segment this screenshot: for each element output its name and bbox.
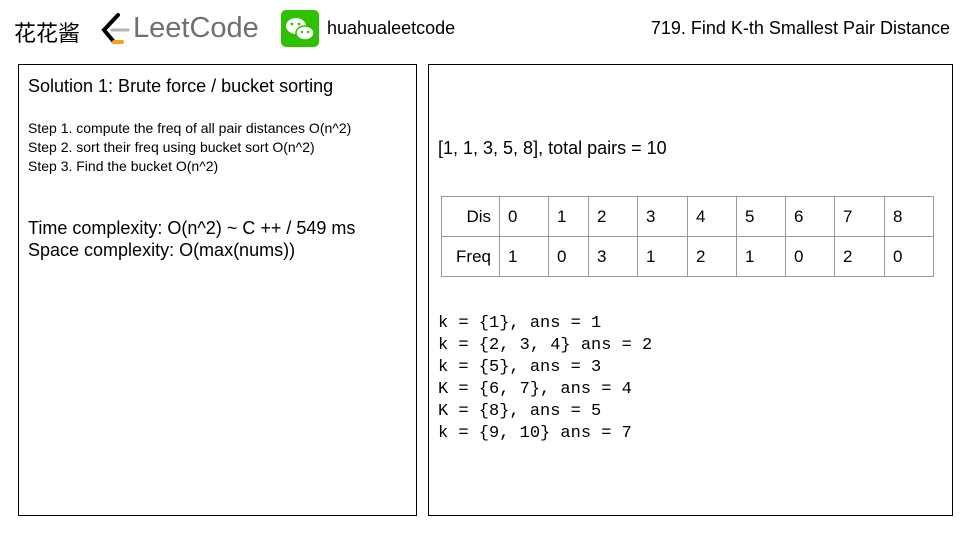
time-complexity: Time complexity: O(n^2) ~ C ++ / 549 ms — [28, 218, 356, 238]
answer-line: K = {8}, ans = 5 — [438, 402, 602, 421]
step-2: Step 2. sort their freq using bucket sor… — [28, 139, 315, 155]
freq-cell: 1 — [499, 236, 549, 277]
input-array: [1, 1, 3, 5, 8], total pairs = 10 — [438, 138, 667, 158]
row-header: Freq — [441, 236, 500, 277]
freq-cell: 2 — [687, 236, 737, 277]
wechat-handle: huahualeetcode — [327, 18, 456, 38]
dis-cell: 7 — [834, 196, 885, 237]
table-row: Dis 0 1 2 3 4 5 6 7 8 — [441, 196, 934, 237]
freq-cell: 1 — [736, 236, 786, 277]
dis-cell: 3 — [637, 196, 688, 237]
answer-line: K = {6, 7}, ans = 4 — [438, 380, 632, 399]
dis-cell: 6 — [785, 196, 835, 237]
freq-cell: 0 — [548, 236, 589, 277]
solution-heading: Solution 1: Brute force / bucket sorting — [28, 76, 334, 96]
freq-cell: 2 — [834, 236, 885, 277]
wechat-icon — [281, 10, 319, 47]
step-1: Step 1. compute the freq of all pair dis… — [28, 120, 352, 136]
dis-cell: 1 — [548, 196, 589, 237]
answer-line: k = {1}, ans = 1 — [438, 314, 602, 333]
brand-name: 花花酱 — [14, 22, 81, 47]
step-3: Step 3. Find the bucket O(n^2) — [28, 158, 219, 174]
answer-line: k = {5}, ans = 3 — [438, 358, 602, 377]
freq-cell: 3 — [588, 236, 638, 277]
example-panel — [428, 64, 953, 516]
answer-line: k = {2, 3, 4} ans = 2 — [438, 336, 653, 355]
dis-cell: 8 — [884, 196, 934, 237]
solution-panel — [18, 64, 417, 516]
dis-cell: 2 — [588, 196, 638, 237]
row-header: Dis — [441, 196, 500, 237]
dis-cell: 5 — [736, 196, 786, 237]
dis-cell: 0 — [499, 196, 549, 237]
problem-title: 719. Find K-th Smallest Pair Distance — [650, 18, 950, 38]
freq-table: Dis 0 1 2 3 4 5 6 7 8 Freq 1 0 3 1 2 1 0… — [441, 196, 934, 277]
freq-cell: 1 — [637, 236, 688, 277]
freq-cell: 0 — [884, 236, 934, 277]
leetcode-logo-icon — [101, 13, 130, 44]
freq-cell: 0 — [785, 236, 835, 277]
leetcode-logo-text: LeetCode — [133, 12, 259, 44]
space-complexity: Space complexity: O(max(nums)) — [28, 240, 296, 260]
answer-line: k = {9, 10} ans = 7 — [438, 424, 632, 443]
dis-cell: 4 — [687, 196, 737, 237]
table-row: Freq 1 0 3 1 2 1 0 2 0 — [441, 236, 934, 277]
